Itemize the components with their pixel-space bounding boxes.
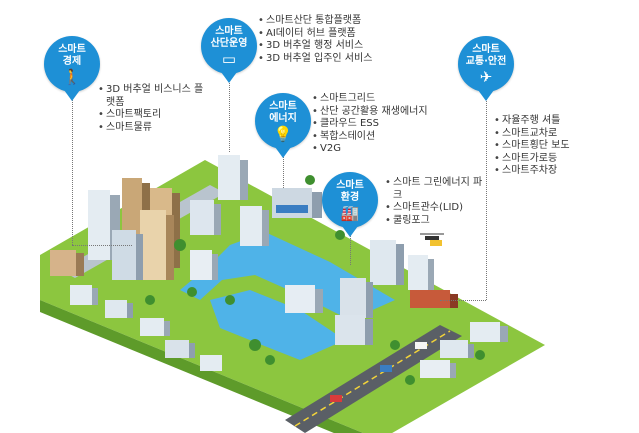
pin-title-line2: 환경 <box>340 191 360 203</box>
leader-line-transport-h <box>440 300 486 301</box>
list-smart-economy: 3D 버추얼 비스니스 플랫폼 스마트팩토리 스마트물류 <box>98 84 211 134</box>
pin-title-line1: 스마트 <box>58 43 86 55</box>
main-road <box>285 325 462 433</box>
list-item: 스마트물류 <box>98 122 211 135</box>
monitor-icon: ▭ <box>221 49 237 68</box>
list-item: 스마트횡단 보도 <box>494 140 572 153</box>
list-item: 스마트그리드 <box>312 93 428 106</box>
pin-smart-energy: 스마트 에너지 💡 <box>255 93 311 158</box>
list-item: 스마트 그린에너지 파크 <box>385 177 488 202</box>
pin-smart-operation: 스마트 산단운영 ▭ <box>201 18 257 83</box>
list-item: 스마트관수(LID) <box>385 202 488 215</box>
leader-line-economy <box>72 85 73 245</box>
house-cluster-lower-left <box>70 285 222 371</box>
list-item: 3D 버추얼 입주인 서비스 <box>258 53 372 66</box>
pin-title-line2: 산단운영 <box>210 37 248 49</box>
list-smart-energy: 스마트그리드 산단 공간활용 재생에너지 클라우드 ESS 복합스테이션 V2G <box>312 93 428 156</box>
walking-people-icon: 🚶 <box>62 67 82 86</box>
pin-title-line1: 스마트 <box>336 179 364 191</box>
list-smart-environment: 스마트 그린에너지 파크 스마트관수(LID) 쿨링포그 <box>385 177 488 227</box>
pin-title-line2: 교통·안전 <box>465 55 507 67</box>
trees <box>145 175 485 385</box>
leader-line-economy-h <box>72 245 132 246</box>
pin-title-line1: 스마트 <box>215 25 243 37</box>
list-item: 자율주행 셔틀 <box>494 115 572 128</box>
factory-icon: 🏭 <box>340 203 360 222</box>
list-item: 3D 버추얼 비스니스 플랫폼 <box>98 84 211 109</box>
list-item: 클라우드 ESS <box>312 118 428 131</box>
list-item: 스마트교차로 <box>494 128 572 141</box>
list-smart-transport: 자율주행 셔틀 스마트교차로 스마트횡단 보도 스마트가로등 스마트주차장 <box>494 115 572 178</box>
airplane-icon: ✈ <box>479 67 493 86</box>
list-item: 산단 공간활용 재생에너지 <box>312 106 428 119</box>
list-item: 쿨링포그 <box>385 215 488 228</box>
pin-smart-economy: 스마트 경제 🚶 <box>44 36 100 101</box>
list-item: 스마트산단 통합플랫폼 <box>258 15 372 28</box>
building-cluster-right <box>285 240 508 378</box>
list-item: AI데이터 허브 플랫폼 <box>258 28 372 41</box>
river-lower <box>210 290 345 360</box>
leader-line-environment <box>350 225 351 265</box>
pin-smart-transport: 스마트 교통·안전 ✈ <box>458 36 514 101</box>
pin-title-line2: 경제 <box>62 55 82 67</box>
lightbulb-icon: 💡 <box>273 124 293 143</box>
list-item: 스마트팩토리 <box>98 109 211 122</box>
list-item: 스마트가로등 <box>494 153 572 166</box>
list-item: 3D 버추얼 행정 서비스 <box>258 40 372 53</box>
list-item: V2G <box>312 143 428 156</box>
list-item: 스마트주차장 <box>494 165 572 178</box>
leader-line-energy <box>283 148 284 188</box>
pin-title-line1: 스마트 <box>472 43 500 55</box>
vehicles <box>330 240 442 402</box>
pin-smart-environment: 스마트 환경 🏭 <box>322 172 378 237</box>
pin-title-line1: 스마트 <box>269 100 297 112</box>
list-item: 복합스테이션 <box>312 131 428 144</box>
pin-title-line2: 에너지 <box>269 112 297 124</box>
drone-icon <box>420 233 444 240</box>
list-smart-operation: 스마트산단 통합플랫폼 AI데이터 허브 플랫폼 3D 버추얼 행정 서비스 3… <box>258 15 372 65</box>
leader-line-operation <box>229 72 230 152</box>
building-cluster-center <box>190 155 322 280</box>
tower-cluster-left <box>50 178 180 280</box>
